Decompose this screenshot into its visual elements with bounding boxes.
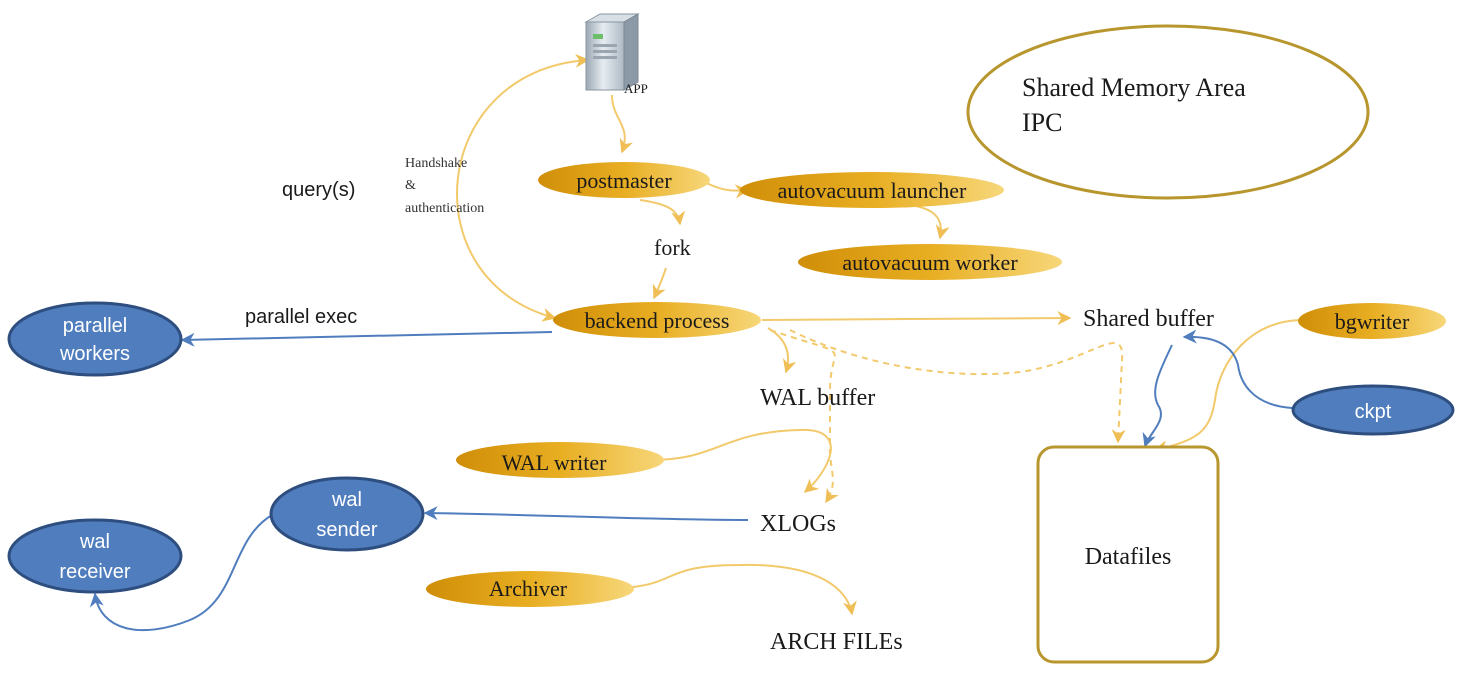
dashed-backend-to-xlogs (769, 329, 839, 504)
process-autovacuum-launcher: autovacuum launcher (740, 172, 1004, 208)
wal-sender-line2: sender (316, 519, 377, 541)
parallel-exec-label: parallel exec (245, 306, 357, 328)
process-bgwriter: bgwriter (1298, 303, 1446, 339)
node-wal-sender: wal sender (269, 476, 425, 552)
datafiles-label: Datafiles (1085, 544, 1172, 570)
arrow-backend-to-parallel-workers (180, 331, 553, 347)
arrow-launcher-to-worker (899, 203, 950, 240)
ckpt-label: ckpt (1355, 401, 1392, 423)
arrow-app-to-backend (456, 53, 590, 322)
gold-connectors (456, 53, 1301, 616)
process-backend: backend process (553, 302, 761, 338)
bgwriter-label: bgwriter (1335, 309, 1410, 334)
autovacuum-launcher-label: autovacuum launcher (778, 178, 967, 203)
process-postmaster: postmaster (538, 162, 710, 198)
arrow-bgwriter-to-datafiles (1153, 319, 1301, 455)
arrow-walwriter-from-walbuffer (649, 428, 832, 493)
wal-receiver-line1: wal (79, 531, 110, 553)
node-wal-receiver: wal receiver (7, 518, 183, 594)
server-label: APP (624, 81, 648, 96)
xlogs-label: XLOGs (760, 511, 836, 537)
arrow-wal-sender-to-wal-receiver (89, 514, 273, 632)
process-archiver: Archiver (426, 571, 634, 607)
parallel-workers-line1: parallel (63, 315, 127, 337)
arrow-postmaster-to-fork (639, 199, 686, 226)
arrow-xlogs-to-wal-sender (423, 506, 749, 521)
archiver-label: Archiver (489, 576, 568, 601)
wal-sender-line1: wal (331, 489, 362, 511)
arrow-backend-to-shared-buffer (761, 311, 1072, 326)
arch-files-label: ARCH FILEs (770, 629, 903, 655)
node-parallel-workers: parallel workers (7, 301, 183, 377)
shared-buffer-label: Shared buffer (1083, 306, 1214, 332)
node-ckpt: ckpt (1291, 384, 1455, 436)
handshake-label-line2: & (405, 178, 416, 193)
arrow-app-to-postmaster (611, 94, 633, 154)
arrow-fork-to-backend (652, 267, 667, 300)
datafiles-box: Datafiles (1036, 445, 1220, 664)
arrow-archiver-to-archfiles (619, 563, 857, 616)
postmaster-label: postmaster (576, 168, 672, 193)
process-wal-writer: WAL writer (456, 442, 664, 478)
autovacuum-worker-label: autovacuum worker (842, 250, 1018, 275)
handshake-label-line3: authentication (405, 201, 484, 216)
backend-process-label: backend process (585, 308, 730, 333)
blue-connectors (89, 329, 1293, 632)
handshake-label-line1: Handshake (405, 156, 467, 171)
dashed-backend-to-datafiles (789, 329, 1126, 444)
fork-label: fork (654, 235, 691, 260)
shared-memory-ellipse (966, 24, 1370, 200)
server-icon (584, 13, 640, 91)
parallel-workers-line2: workers (59, 343, 130, 365)
shared-memory-ipc: IPC (1022, 108, 1062, 137)
arrow-ckpt-to-shared-buffer (1182, 329, 1293, 409)
process-autovacuum-worker: autovacuum worker (798, 244, 1062, 280)
wal-buffer-label: WAL buffer (760, 385, 875, 411)
shared-memory-title: Shared Memory Area (1022, 73, 1246, 102)
wal-writer-label: WAL writer (502, 450, 608, 475)
arrow-shared-buffer-to-datafiles (1142, 344, 1173, 448)
wal-receiver-line2: receiver (59, 561, 130, 583)
dashed-connectors (769, 329, 1126, 504)
queries-label: query(s) (282, 179, 355, 201)
